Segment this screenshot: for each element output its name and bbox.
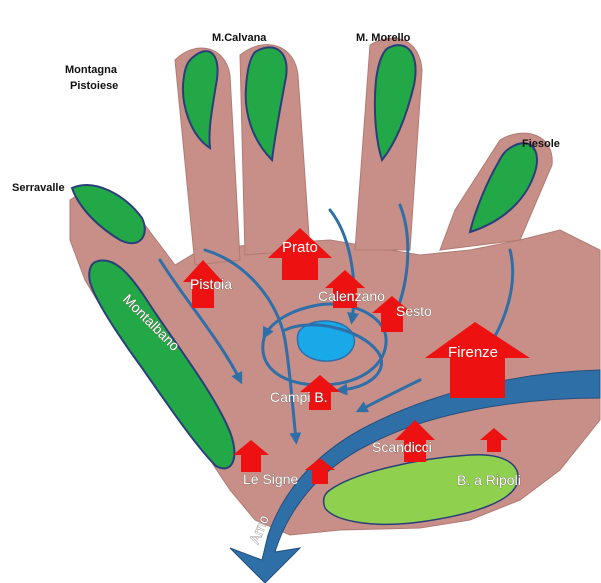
label-prato: Prato [282, 239, 318, 256]
label-sesto: Sesto [396, 303, 432, 319]
label-campi: Campi B. [270, 389, 328, 405]
label-calenzano: Calenzano [318, 288, 385, 304]
label-pistoia: Pistoia [190, 276, 232, 292]
label-serravalle: Serravalle [12, 182, 65, 194]
label-morello: M. Morello [356, 32, 411, 44]
label-signa: Le Signe [243, 471, 298, 487]
label-scandicci: Scandicci [372, 439, 432, 455]
label-montagna-pistoiese-1: Montagna [65, 64, 118, 76]
label-montagna-pistoiese-2: Pistoiese [70, 80, 118, 92]
label-calvana: M.Calvana [212, 32, 267, 44]
label-ripoli: B. a Ripoli [457, 472, 521, 488]
label-fiesole: Fiesole [522, 138, 560, 150]
label-firenze: Firenze [448, 344, 498, 361]
